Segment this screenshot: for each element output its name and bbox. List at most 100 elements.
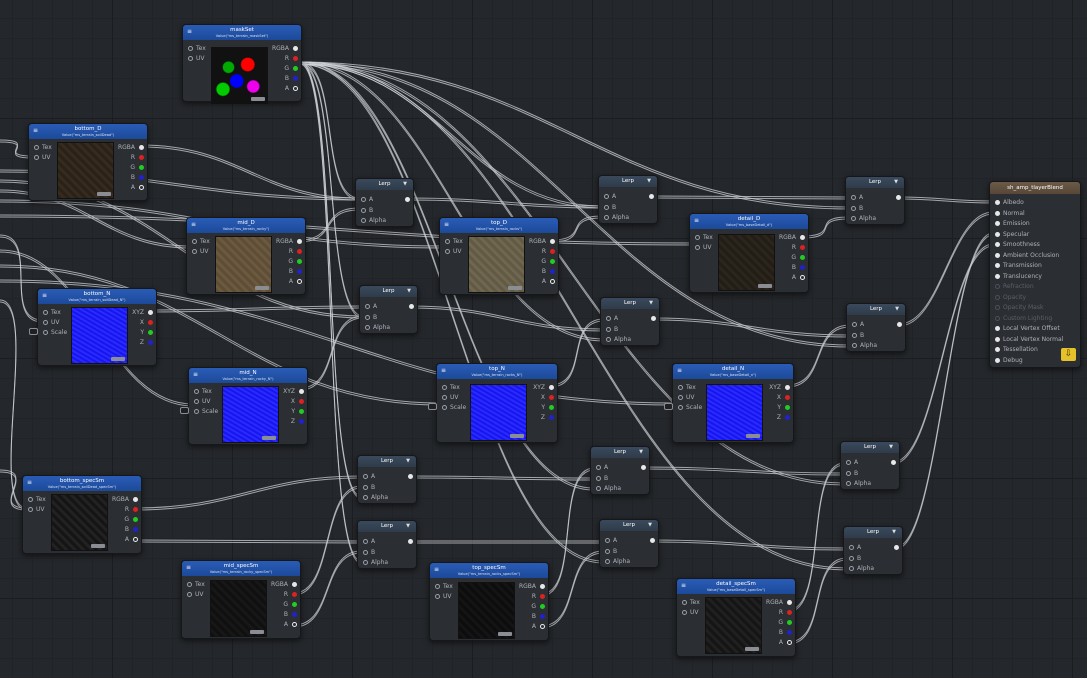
scale-value-stub[interactable] [29,328,38,335]
output-pin-y[interactable] [299,409,304,414]
output-pin-b[interactable] [139,175,144,180]
output-pin-r[interactable] [133,507,138,512]
output-pin-b[interactable] [550,269,555,274]
output-pin-r[interactable] [292,592,297,597]
output-pin-rgba[interactable] [787,600,792,605]
output-pin-y[interactable] [785,405,790,410]
input-pin[interactable] [995,200,1000,205]
menu-icon[interactable]: ≡ [444,221,450,228]
menu-icon[interactable]: ≡ [186,564,192,571]
input-pin-scale[interactable] [678,405,683,410]
input-pin[interactable] [995,231,1000,237]
input-pin-b[interactable] [604,204,609,210]
input-pin-a[interactable] [365,304,370,309]
node-bottom_D[interactable]: ≡ bottom_D Value("ms_terrain_soilDead") … [28,123,148,201]
output-pin-a[interactable] [293,86,298,91]
input-pin-alpha[interactable] [596,486,601,491]
input-pin-a[interactable] [605,538,610,543]
texture-preview[interactable] [51,494,108,551]
output-pin-x[interactable] [785,395,790,400]
output-pin-b[interactable] [133,527,138,532]
input-pin-alpha[interactable] [606,337,611,342]
input-pin-b[interactable] [365,314,370,320]
input-pin-alpha[interactable] [363,560,368,565]
input-pin-a[interactable] [361,197,366,202]
output-pin-x[interactable] [148,320,153,325]
input-pin-alpha[interactable] [852,343,857,348]
output-pin[interactable] [641,465,646,470]
input-pin-tex[interactable] [682,600,687,605]
input-pin-b[interactable] [363,549,368,555]
node-detail_specSm[interactable]: ≡ detail_specSm Value("ms_baseDetail_spe… [676,578,796,657]
input-pin-uv[interactable] [678,395,683,400]
output-pin-g[interactable] [550,259,555,264]
input-pin-uv[interactable] [435,594,440,599]
node-bottom_specSm[interactable]: ≡ bottom_specSm Value("ms_terrain_soilDe… [22,475,142,554]
output-pin-a[interactable] [297,279,302,284]
output-pin-r[interactable] [800,245,805,250]
caret-down-icon[interactable]: ▼ [403,181,407,187]
output-pin-y[interactable] [148,330,153,335]
input-pin-a[interactable] [596,465,601,470]
input-pin-uv[interactable] [682,610,687,615]
output-pin-rgba[interactable] [800,235,805,240]
output-pin[interactable] [651,316,656,321]
output-pin-g[interactable] [800,255,805,260]
output-pin-b[interactable] [293,76,298,81]
output-pin-z[interactable] [549,415,554,420]
caret-down-icon[interactable]: ▼ [894,179,898,185]
caret-down-icon[interactable]: ▼ [648,522,652,528]
output-pin-rgba[interactable] [297,239,302,244]
output-pin-b[interactable] [297,269,302,274]
input-pin-uv[interactable] [194,399,199,404]
menu-icon[interactable]: ≡ [33,127,39,134]
texture-preview[interactable] [458,582,515,639]
texture-preview[interactable] [215,236,272,293]
input-pin[interactable] [995,210,1000,216]
input-pin[interactable] [995,357,1000,363]
input-pin-alpha[interactable] [365,325,370,330]
output-pin-xyz[interactable] [148,310,153,315]
output-pin-x[interactable] [549,395,554,400]
output-pin-r[interactable] [540,594,545,599]
output-pin[interactable] [649,194,654,199]
output-pin-r[interactable] [293,56,298,61]
input-pin[interactable] [995,326,1000,331]
output-pin[interactable] [897,322,902,327]
menu-icon[interactable]: ≡ [27,479,33,486]
input-pin[interactable] [995,273,1000,279]
output-pin-r[interactable] [550,249,555,254]
input-pin-b[interactable] [596,475,601,481]
caret-down-icon[interactable]: ▼ [647,178,651,184]
input-pin-uv[interactable] [187,592,192,597]
input-pin-tex[interactable] [34,145,39,150]
output-pin-a[interactable] [800,275,805,280]
input-pin-a[interactable] [846,460,851,465]
input-pin-alpha[interactable] [851,216,856,221]
menu-icon[interactable]: ≡ [434,566,440,573]
input-pin-alpha[interactable] [363,495,368,500]
output-pin-a[interactable] [550,279,555,284]
texture-preview[interactable] [470,384,527,441]
caret-down-icon[interactable]: ▼ [406,458,410,464]
output-pin[interactable] [894,545,899,550]
input-pin-tex[interactable] [28,497,33,502]
input-pin-b[interactable] [363,484,368,490]
output-pin-r[interactable] [139,155,144,160]
input-pin-tex[interactable] [435,584,440,589]
output-pin-xyz[interactable] [299,389,304,394]
output-pin-rgba[interactable] [139,145,144,150]
output-pin-g[interactable] [139,165,144,170]
output-pin-rgba[interactable] [550,239,555,244]
output-pin-a[interactable] [540,624,545,629]
